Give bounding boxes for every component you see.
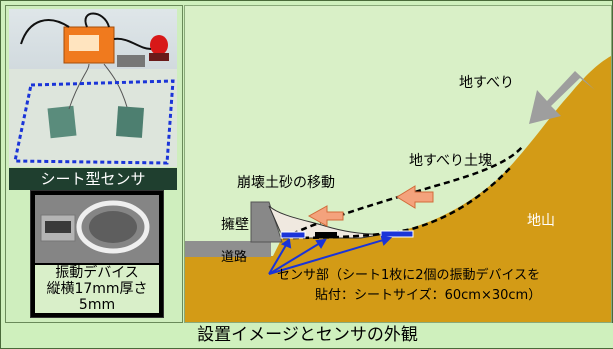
label-collapse-movement: 崩壊土砂の移動 [237,175,335,191]
sensor-sheet-1 [280,231,306,239]
label-sensor-line1: センサ部（シート1枚に2個の振動デバイスを [277,268,541,283]
retaining-wall [250,201,283,243]
road [185,241,271,257]
label-landslide: 地すべり [459,75,515,91]
landslide-direction-arrow [529,71,595,124]
label-landslide-mass: 地すべり土塊 [409,153,493,169]
vibration-device-illustration [35,195,159,263]
landslide-diagram: 地すべり 地すべり土塊 崩壊土砂の移動 擁壁 道路 地山 センサ部（シート1枚に… [184,5,612,323]
vibration-device-photo [35,195,159,263]
figure-caption: 設置イメージとセンサの外観 [1,323,613,348]
label-road: 道路 [221,250,248,265]
label-retaining-wall: 擁壁 [221,217,249,233]
sensor-pointer-arrows [268,235,393,275]
device-caption-line1: 振動デバイス [55,265,139,281]
photo-caption: シート型センサ [9,168,177,190]
device-caption-line2: 縦横17mm厚さ5mm [46,281,148,313]
device-photo-box: 振動デバイス 縦横17mm厚さ5mm [30,190,164,318]
landslide-mass-arrow [396,185,434,209]
device-caption: 振動デバイス 縦横17mm厚さ5mm [35,265,159,313]
sensor-photo-illustration [9,12,177,167]
sensor-sheet-3 [380,230,414,238]
sensor-photo [9,9,177,167]
ground-slope [185,56,611,322]
label-ground: 地山 [527,213,555,229]
collapse-arrow [307,205,344,227]
left-panel: シート型センサ 振動デバイス 縦横17mm厚さ5mm [5,5,183,323]
label-sensor-line2: 貼付：シートサイズ：60cm×30cm） [315,288,542,303]
diagram-graphics [185,56,611,322]
sensor-sheet-2 [315,232,337,238]
